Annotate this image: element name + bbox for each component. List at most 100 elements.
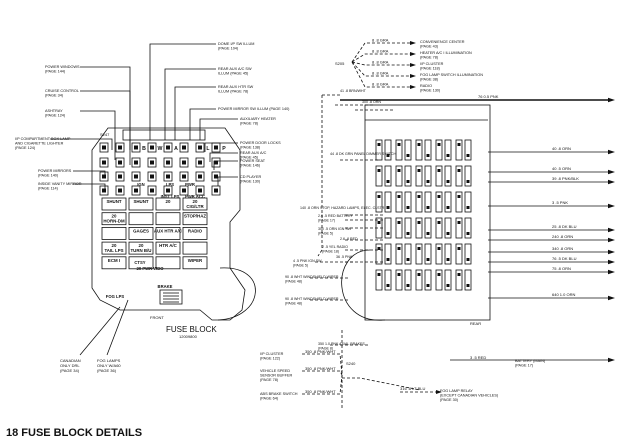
output-wire-label: 640 1.0 ORN xyxy=(552,292,575,297)
small-fuse-contact xyxy=(198,174,202,179)
rear-fuse-pin xyxy=(426,232,430,235)
input-wire-label: 44 .8 DK GRN PANEL DIMMER SWITCH xyxy=(330,152,396,156)
small-fuse-contact xyxy=(150,174,154,179)
small-fuse-contact xyxy=(166,160,170,165)
page-title: 18 FUSE BLOCK DETAILS xyxy=(6,427,142,439)
rear-fuse-pin xyxy=(377,273,381,276)
fuse-grid-label: RADIO xyxy=(188,228,203,233)
fuse-grid-label: 20 xyxy=(166,199,171,204)
fuse-grid-cell xyxy=(128,226,154,240)
output-wire-label: 25 .8 DK BLU xyxy=(552,224,577,229)
bottom-callout-text: BATTERY (MAIN)(PAGE 17) xyxy=(515,359,546,368)
top-callout-leader xyxy=(209,152,238,162)
rear-fuse-slot xyxy=(435,165,443,187)
rear-fuse-pin xyxy=(446,258,450,261)
fanout-wire-label: 8 .8 GRA xyxy=(372,49,389,54)
small-fuse-contact xyxy=(118,145,122,150)
fuse-grid-label: TAIL LPS xyxy=(104,248,123,253)
rear-fuse-pin xyxy=(377,169,381,172)
top-callout-text: POWER SEAT(PAGE 146) xyxy=(240,159,266,168)
output-wire-label: 40 .8 ORN xyxy=(552,146,571,151)
top-callout-text: REAR AUX A/C(PAGE 45) xyxy=(240,151,267,160)
rear-fuse-slot xyxy=(435,139,443,161)
fuse-grid-label: SHUNT xyxy=(133,199,148,204)
small-fuse-contact xyxy=(214,160,218,165)
bottom-callout-wire xyxy=(302,370,343,376)
arrow-icon xyxy=(410,85,416,89)
arrow-icon xyxy=(608,203,615,209)
fanout-wire-label: 8 .8 GRA xyxy=(372,38,389,43)
input-wire-label: 140 .8 ORN STOP, HAZARD LAMPS, ELEC. CLS… xyxy=(300,206,385,210)
bottom-callout-text: FOG LAMP RELAY(EXCEPT CANADIAN VEHICLES)… xyxy=(440,389,499,402)
rear-fuse-slot xyxy=(464,217,472,239)
rear-fuse-slot xyxy=(435,243,443,265)
top-callout-leader xyxy=(149,43,216,140)
fuse-row-label: 20 PWR WDO xyxy=(137,266,165,271)
fanout-callout-text: RADIO(PAGE 130) xyxy=(420,84,441,93)
fanout-wire xyxy=(351,53,410,63)
output-wire-label: 76 .5 DK BLU xyxy=(552,256,577,261)
right-top-callouts: 8 .8 GRA CONVENIENCE CENTER(PAGE 43) 8 .8 … xyxy=(351,38,483,93)
rear-panel-lower-arc xyxy=(341,249,386,321)
fuse-top-connector xyxy=(122,129,206,141)
rear-fuse-pin xyxy=(397,273,401,276)
fuse-grid-cell xyxy=(101,226,127,240)
left-callout-text: CRUISE CONTROL(PAGE 34) xyxy=(45,89,79,98)
rear-fuse-pin xyxy=(386,258,390,261)
rear-fuse-pin xyxy=(377,195,381,198)
rear-fuse-slot xyxy=(424,269,432,291)
small-fuse-contact xyxy=(182,160,186,165)
small-fuse-contact xyxy=(166,174,170,179)
rear-fuse-pin xyxy=(417,221,421,224)
rear-fuse-pin xyxy=(417,169,421,172)
fanout-callout-text: CONVENIENCE CENTER(PAGE 43) xyxy=(420,40,465,49)
rear-fuse-pin xyxy=(466,232,470,235)
rear-fuse-pin xyxy=(426,258,430,261)
fuse-row-label: FOG LPS xyxy=(106,294,125,299)
fuse-block-code: S247 xyxy=(100,132,110,137)
left-callout-text: POWER MIRRORS(PAGE 140) xyxy=(38,169,72,178)
rear-fuse-pin xyxy=(426,180,430,183)
fanout-callout-text: I/P CLUSTER(PAGE 118) xyxy=(420,62,444,71)
output-wire-label: 3 .5 PNK xyxy=(552,200,568,205)
top-callout-text: CD PLAYER(PAGE 130) xyxy=(240,175,261,184)
rear-fuse-slot xyxy=(435,269,443,291)
rear-fuse-pin xyxy=(397,221,401,224)
fanout-wire-label: 8 .8 GRA xyxy=(372,71,389,76)
arrow-icon xyxy=(608,259,615,265)
small-fuse-contact xyxy=(102,160,106,165)
rear-fuse-pin xyxy=(406,180,410,183)
rear-fuse-slot xyxy=(384,217,392,239)
rear-fuse-pin xyxy=(457,195,461,198)
fuse-grid-label: 20 xyxy=(112,214,117,219)
small-fuse-contact xyxy=(182,188,186,193)
fuse-grid-label: HORN-DM xyxy=(103,219,125,224)
fuse-row-label: INST LPS xyxy=(161,194,180,199)
arrow-icon xyxy=(410,41,416,45)
rear-fuse-slot xyxy=(435,191,443,213)
top-callout-leader xyxy=(204,142,238,152)
rear-fuse-slot xyxy=(444,165,452,187)
fuse-grid-label: CIG/LTR xyxy=(186,204,204,209)
top-callout-leader xyxy=(189,108,216,140)
rear-fuse-slot xyxy=(395,269,403,291)
fuse-row-label: PWR ACC xyxy=(185,194,205,199)
rear-fuse-pin xyxy=(437,143,441,146)
rear-fuse-panel: REAR xyxy=(317,94,491,326)
rear-fuse-slot xyxy=(384,165,392,187)
rear-fuse-grid xyxy=(375,139,472,291)
rear-fuse-slot xyxy=(444,191,452,213)
rear-fuse-pin xyxy=(406,284,410,287)
fuse-grid-cell xyxy=(182,197,208,211)
rear-fuse-pin xyxy=(466,258,470,261)
rear-fuse-pin xyxy=(457,169,461,172)
rear-fuse-pin xyxy=(457,143,461,146)
fuse-row-label: LPS xyxy=(166,182,174,187)
fuse-grid-label: HTR A/C xyxy=(159,243,177,248)
small-fuse-contact xyxy=(134,174,138,179)
rear-fuse-slot xyxy=(415,139,423,161)
